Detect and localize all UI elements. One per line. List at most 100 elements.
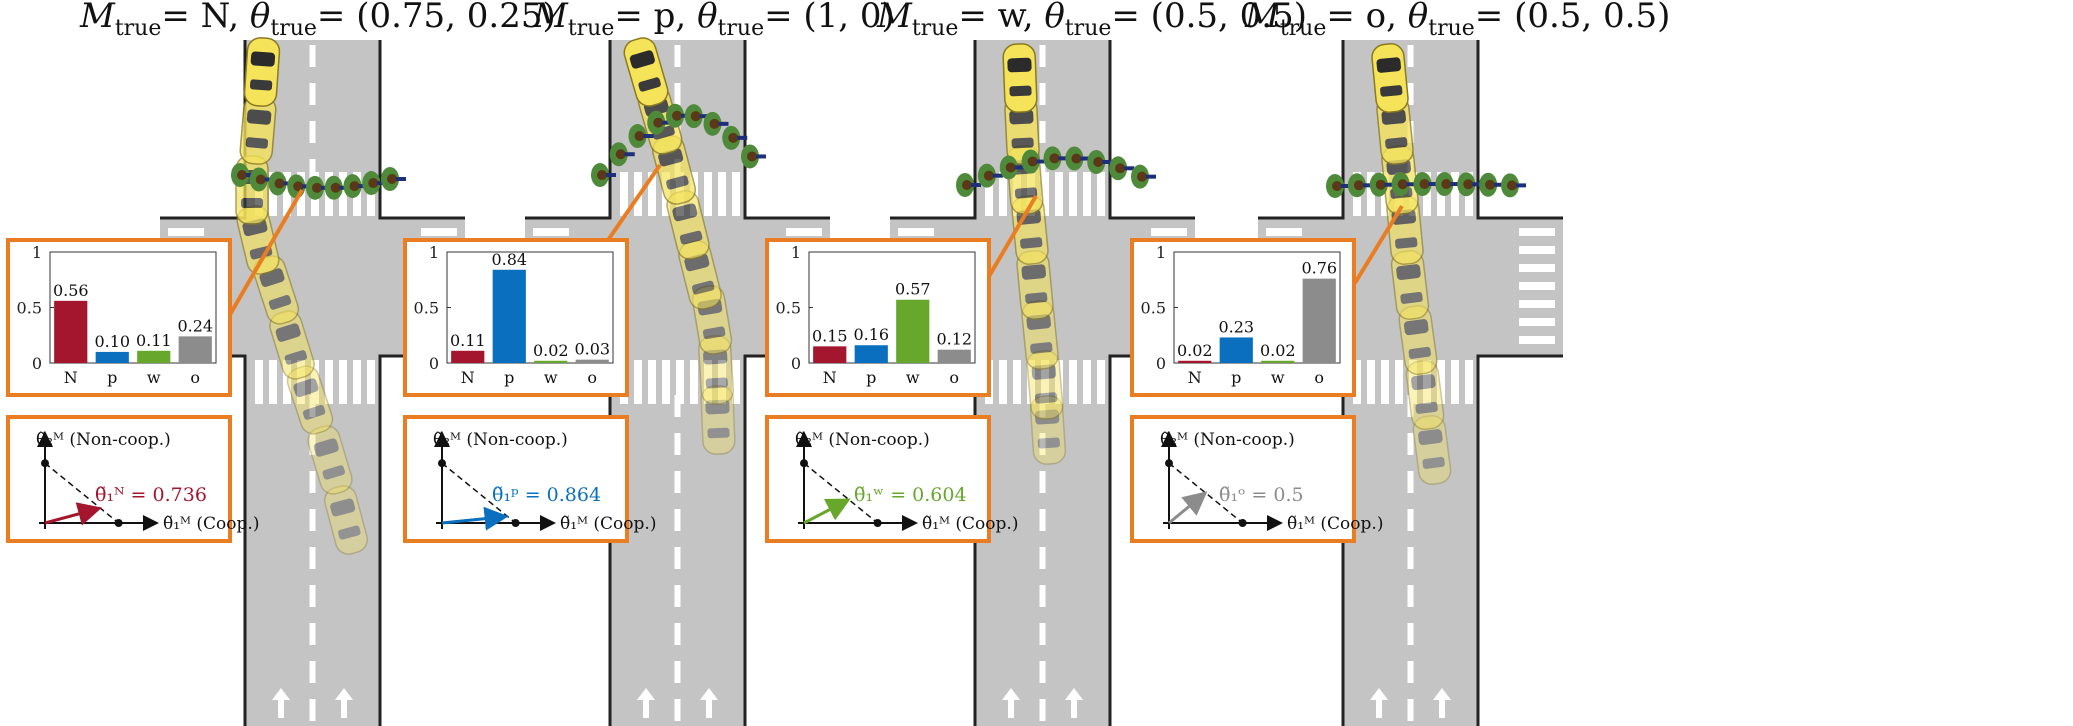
- lane-dash: [309, 433, 316, 455]
- lane-dash: [1407, 699, 1414, 721]
- bar-o: [575, 359, 609, 363]
- lane-dash: [674, 433, 681, 455]
- car-windshield: [629, 50, 655, 69]
- x-axis-label: θ̃₁ᴹ (Coop.): [1287, 514, 1383, 534]
- pedestrian-icon: [1435, 172, 1461, 197]
- car-icon: [1002, 43, 1038, 113]
- zebra-stripe: [325, 360, 333, 404]
- x-tick-label: N: [461, 368, 475, 387]
- pedestrian-head: [983, 170, 994, 181]
- bar-w: [896, 299, 930, 363]
- pedestrian-leg: [643, 134, 654, 139]
- pedestrian-head: [1071, 153, 1082, 164]
- pedestrian-head: [1049, 153, 1060, 164]
- car-windshield: [672, 203, 698, 222]
- y-axis-label: θ̃₂ᴹ (Non-coop.): [1160, 430, 1295, 450]
- car-icon: [243, 37, 281, 107]
- bar-N: [54, 300, 88, 363]
- pedestrian-icon: [381, 167, 406, 192]
- zebra-stripe: [1519, 336, 1555, 344]
- zebra-stripe: [1069, 360, 1077, 404]
- x-axis-label: θ̃₁ᴹ (Coop.): [922, 514, 1018, 534]
- zebra-stripe: [1367, 360, 1375, 404]
- car-rear-window: [1037, 437, 1060, 449]
- zebra-stripe: [1519, 318, 1555, 326]
- car-windshield: [1396, 264, 1421, 281]
- lane-dash: [1407, 661, 1414, 683]
- zebra-stripe: [283, 172, 291, 216]
- car-rear-window: [691, 280, 715, 295]
- car-body: [307, 425, 353, 495]
- bar-value-label: 0.16: [853, 325, 889, 344]
- y-tick-label: 1: [32, 243, 42, 262]
- simplex-line: [441, 462, 517, 524]
- x-tick-label: p: [504, 368, 514, 387]
- car-body: [1371, 43, 1409, 113]
- pedestrian-head: [1353, 180, 1364, 191]
- bar-p: [492, 269, 526, 363]
- panel-title-2: Mtrue= p, θtrue= (1, 0): [533, 0, 895, 41]
- pedestrian-trajectory-1: [231, 163, 406, 200]
- x-axis-label: θ̃₁ᴹ (Coop.): [560, 514, 656, 534]
- car-rear-window: [638, 77, 661, 92]
- pedestrian-icon: [647, 110, 673, 135]
- zebra-stripe: [1451, 360, 1459, 404]
- car-rear-window: [338, 525, 361, 540]
- lane-dash: [1039, 121, 1046, 143]
- car-rear-window: [1385, 137, 1408, 149]
- zebra-stripe: [1083, 360, 1091, 404]
- lane-dash: [1039, 699, 1046, 721]
- car-body: [700, 385, 736, 455]
- zebra-stripe: [1055, 360, 1063, 404]
- x-tick-label: N: [64, 368, 78, 387]
- car-icon: [307, 425, 353, 495]
- pedestrian-head: [747, 151, 757, 162]
- pedestrian-trajectory-4: [1326, 172, 1526, 198]
- car-rear-window: [302, 404, 326, 420]
- chart-frame: [1130, 238, 1356, 397]
- panel-title-4: Mtrue= o, θtrue= (0.5, 0.5): [1245, 0, 1671, 41]
- bar-value-label: 0.23: [1218, 317, 1254, 336]
- pedestrian-trajectory-2: [591, 103, 766, 187]
- zebra-stripe: [718, 172, 726, 216]
- pedestrian-head: [293, 181, 304, 192]
- bar-w: [137, 350, 171, 363]
- car-rear-window: [322, 465, 345, 480]
- x-tick-label: o: [587, 368, 597, 387]
- lane-arrow-icon: [335, 688, 353, 718]
- car-trajectory-1: [235, 37, 369, 555]
- pedestrian-head: [709, 118, 720, 129]
- kerb-line: [378, 40, 465, 220]
- pedestrian-head: [615, 149, 626, 160]
- zebra-stripe: [1097, 360, 1105, 404]
- simplex-point: [438, 459, 446, 468]
- pedestrian-icon: [1413, 172, 1439, 197]
- pedestrian-head: [1093, 156, 1104, 167]
- car-rear-window: [1025, 292, 1048, 304]
- lane-dash: [674, 471, 681, 493]
- car-rear-window: [268, 295, 292, 310]
- x-tick-label: w: [906, 368, 920, 387]
- lane-dash: [674, 699, 681, 721]
- car-icon: [286, 365, 334, 435]
- pedestrian-head: [1441, 179, 1452, 190]
- lane-dash: [309, 83, 316, 105]
- simplex-point: [1238, 519, 1247, 527]
- car-windshield: [1009, 109, 1034, 125]
- kerb-line: [1258, 40, 1345, 220]
- car-icon: [1016, 250, 1054, 320]
- car-rear-window: [1014, 187, 1038, 199]
- lane-arrow-icon: [1433, 688, 1451, 718]
- zebra-stripe: [999, 172, 1007, 216]
- pedestrian-icon: [1391, 172, 1417, 197]
- car-windshield: [1007, 57, 1032, 73]
- bar-w: [534, 360, 568, 363]
- x-tick-label: o: [1314, 368, 1324, 387]
- car-icon: [239, 95, 277, 165]
- pedestrian-leg: [1472, 182, 1483, 187]
- x-tick-label: w: [544, 368, 558, 387]
- lane-dash: [1407, 585, 1414, 607]
- lane-dash: [674, 623, 681, 645]
